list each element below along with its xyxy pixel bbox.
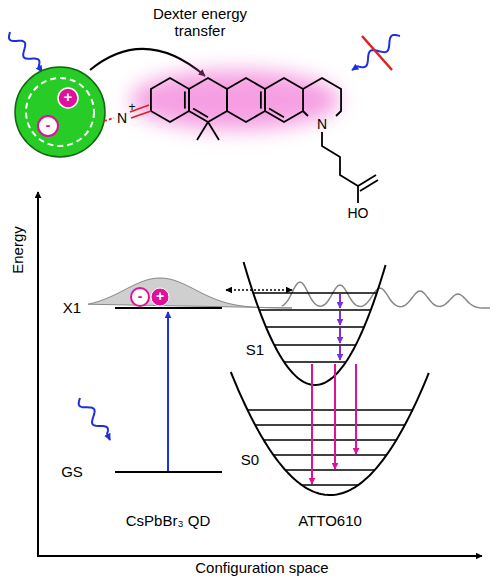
methyl-bond (197, 122, 208, 140)
coupling-arrow (226, 289, 292, 291)
aromatic-ring (189, 78, 227, 122)
vibrational-level (266, 326, 364, 328)
state-label: GS (61, 463, 83, 480)
double-bond (269, 109, 284, 118)
ato610-molecule (151, 78, 378, 203)
material-label: CsPbBr₃ QD (126, 512, 210, 529)
relaxation-arrow (339, 294, 341, 308)
charge-label: + (128, 101, 135, 115)
fluorescence-glow (130, 70, 340, 130)
saturated-ring (303, 111, 308, 116)
aromatic-ring (265, 78, 303, 122)
photon-arrow (9, 32, 42, 72)
vibronic-wavefunction (282, 282, 490, 308)
aromatic-ring (227, 78, 265, 122)
hole-charge (58, 88, 78, 108)
vibrational-level (285, 469, 374, 471)
double-bond (260, 91, 262, 108)
material-label: ATTO610 (298, 512, 362, 529)
atom-label: N (317, 116, 327, 132)
relaxation-arrow (339, 346, 341, 360)
atom-label: N (117, 110, 127, 126)
vibrational-level (302, 484, 359, 486)
emission-arrow (311, 364, 313, 484)
charge-label: + (156, 288, 164, 304)
photon-arrow (79, 398, 110, 440)
emission-arrow (355, 364, 357, 454)
state-label: S1 (246, 341, 264, 358)
s1-potential (244, 262, 386, 385)
electron-charge (38, 116, 58, 136)
carbonyl-bond (358, 175, 376, 186)
qd-link (104, 118, 114, 121)
vibrational-level (248, 409, 413, 411)
vibrational-level (284, 361, 346, 363)
electron-charge (131, 288, 149, 306)
photon-arrow (352, 35, 400, 70)
atom-label: HO (348, 205, 369, 221)
double-bond (193, 109, 208, 118)
dexter-arrow (90, 49, 205, 76)
process-label: Dexter energy transfer (141, 5, 259, 40)
emission-arrow (334, 364, 336, 469)
relaxation-arrow (339, 328, 341, 343)
state-label: S0 (241, 451, 259, 468)
configuration-axis (37, 555, 482, 557)
vibrational-level (273, 454, 386, 456)
excitation-arrow (167, 312, 169, 471)
axis-label: Energy (9, 226, 26, 274)
vibrational-level (264, 439, 397, 441)
vibrational-level (255, 424, 405, 426)
axis-label: Configuration space (195, 559, 328, 576)
butyric-chain (322, 132, 358, 203)
vibrational-level (253, 292, 377, 294)
x1-level (115, 307, 222, 309)
s0-potential (231, 372, 429, 495)
vibrational-level (259, 309, 371, 311)
gs-level (115, 471, 222, 473)
blocked-cross (362, 36, 392, 70)
charge-label: - (138, 288, 143, 304)
aromatic-ring (151, 78, 189, 122)
vibrational-level (274, 344, 355, 346)
carbonyl-bond (360, 180, 378, 191)
quantum-dot (15, 67, 105, 157)
state-label: X1 (63, 299, 81, 316)
exciton-boundary (26, 78, 94, 146)
relaxation-arrow (339, 311, 341, 325)
energy-axis (37, 192, 39, 556)
methyl-bond (208, 122, 219, 140)
saturated-ring (303, 78, 341, 116)
hole-charge (151, 288, 169, 306)
charge-label: - (46, 116, 51, 133)
charge-label: + (64, 88, 73, 105)
double-bond (184, 91, 186, 108)
